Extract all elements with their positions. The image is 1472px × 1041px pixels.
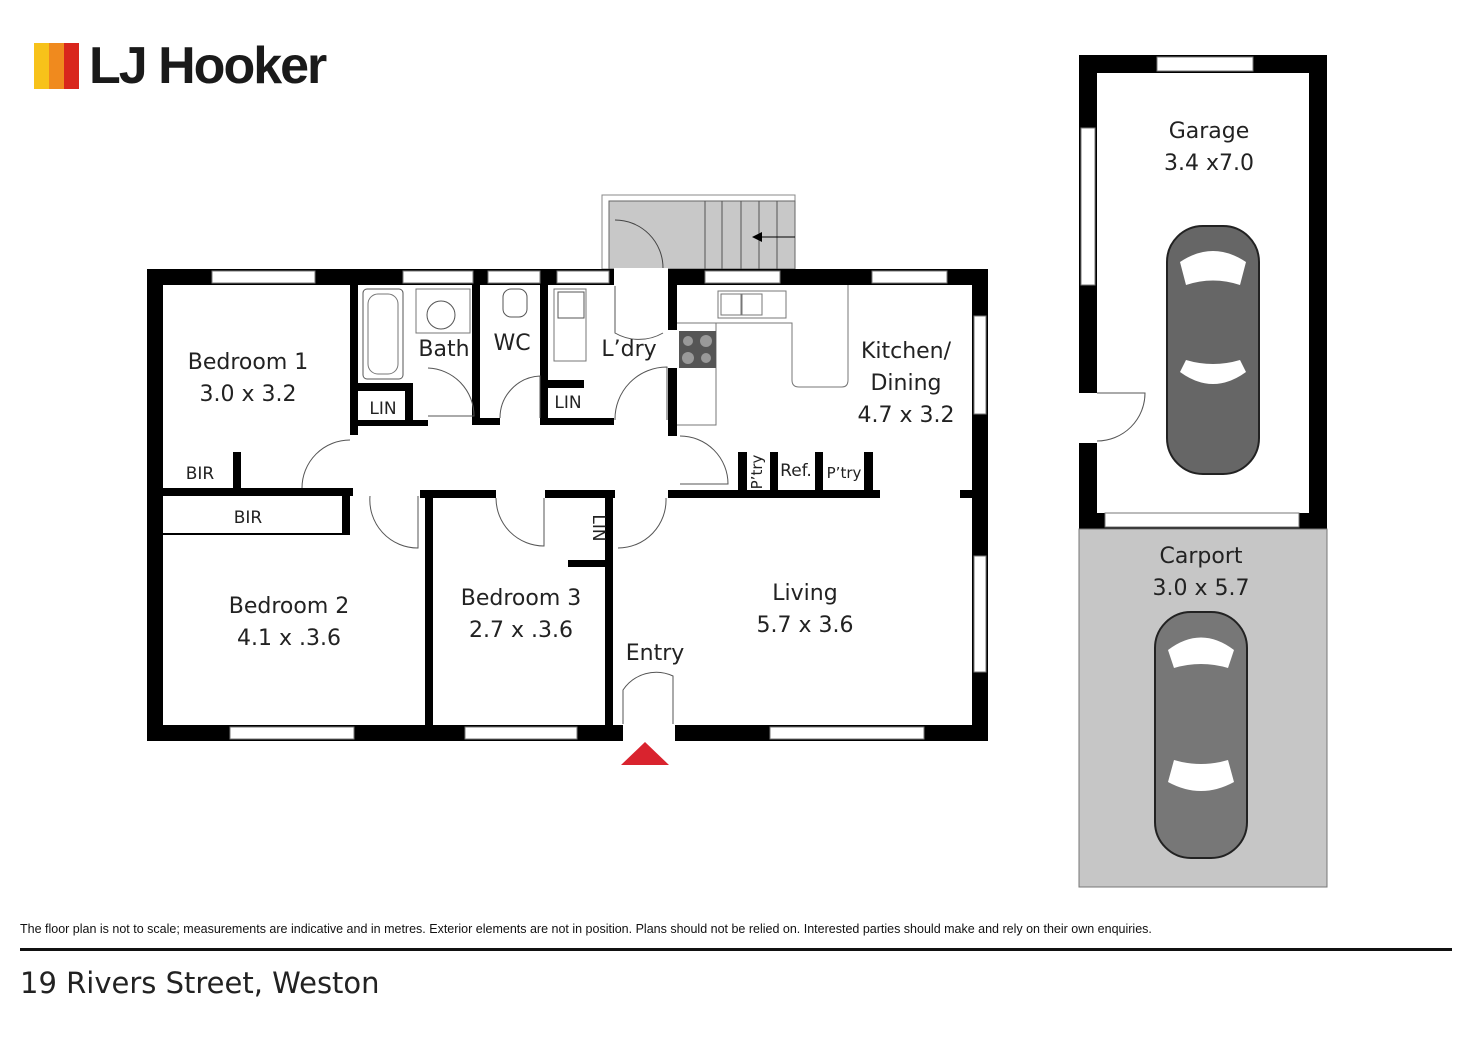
logo-color-bars [34, 43, 79, 89]
door-swings [301, 286, 729, 724]
property-address: 19 Rivers Street, Weston [20, 966, 380, 1000]
living-size: 5.7 x 3.6 [757, 613, 854, 638]
kitchen-label-line2: Dining [870, 371, 941, 396]
kitchen-bench [677, 285, 849, 426]
bir2-label: BIR [234, 508, 263, 528]
logo-text: LJ Hooker [89, 37, 327, 95]
lj-hooker-logo: LJ Hooker [34, 37, 327, 95]
entry-door-opening [623, 724, 675, 742]
wc-label: WC [493, 331, 530, 356]
bath-label: Bath [418, 337, 469, 362]
divider [20, 948, 1452, 951]
carport-label: Carport [1160, 544, 1243, 569]
bathtub [362, 288, 404, 380]
entry-marker-icon [621, 742, 669, 765]
garage-size: 3.4 x7.0 [1164, 151, 1254, 176]
carport-size: 3.0 x 5.7 [1153, 576, 1250, 601]
car-icon [1166, 225, 1260, 475]
bedroom1-label: Bedroom 1 [188, 350, 309, 375]
bedroom1-size: 3.0 x 3.2 [200, 382, 297, 407]
pantry-left-label: P’try [748, 455, 766, 490]
laundry-label: L’dry [601, 337, 656, 362]
lin-bed3-label: LIN [588, 514, 608, 541]
kitchen-label-line1: Kitchen/ [861, 339, 952, 364]
lin-bath-label: LIN [369, 399, 396, 419]
rear-stairs [601, 194, 796, 270]
stair-direction-arrow-icon [752, 232, 762, 242]
entry-label: Entry [626, 641, 685, 666]
laundry-tub [553, 288, 587, 362]
garage-label: Garage [1169, 119, 1250, 144]
windows [211, 270, 987, 740]
bath-vanity [415, 288, 471, 334]
fridge-label: Ref. [780, 461, 812, 481]
disclaimer: The floor plan is not to scale; measurem… [20, 922, 1152, 936]
bedroom2-label: Bedroom 2 [229, 594, 350, 619]
kitchen-size: 4.7 x 3.2 [858, 403, 955, 428]
lin-laundry-label: LIN [554, 393, 581, 413]
cooktop [679, 331, 716, 368]
car-icon [1154, 611, 1248, 859]
bedroom2-size: 4.1 x .3.6 [237, 626, 341, 651]
pantry-right-label: P’try [827, 464, 862, 482]
toilet [502, 288, 528, 318]
bir1-label: BIR [186, 464, 215, 484]
bedroom3-size: 2.7 x .3.6 [469, 618, 573, 643]
bedroom3-label: Bedroom 3 [461, 586, 582, 611]
living-label: Living [772, 581, 837, 606]
